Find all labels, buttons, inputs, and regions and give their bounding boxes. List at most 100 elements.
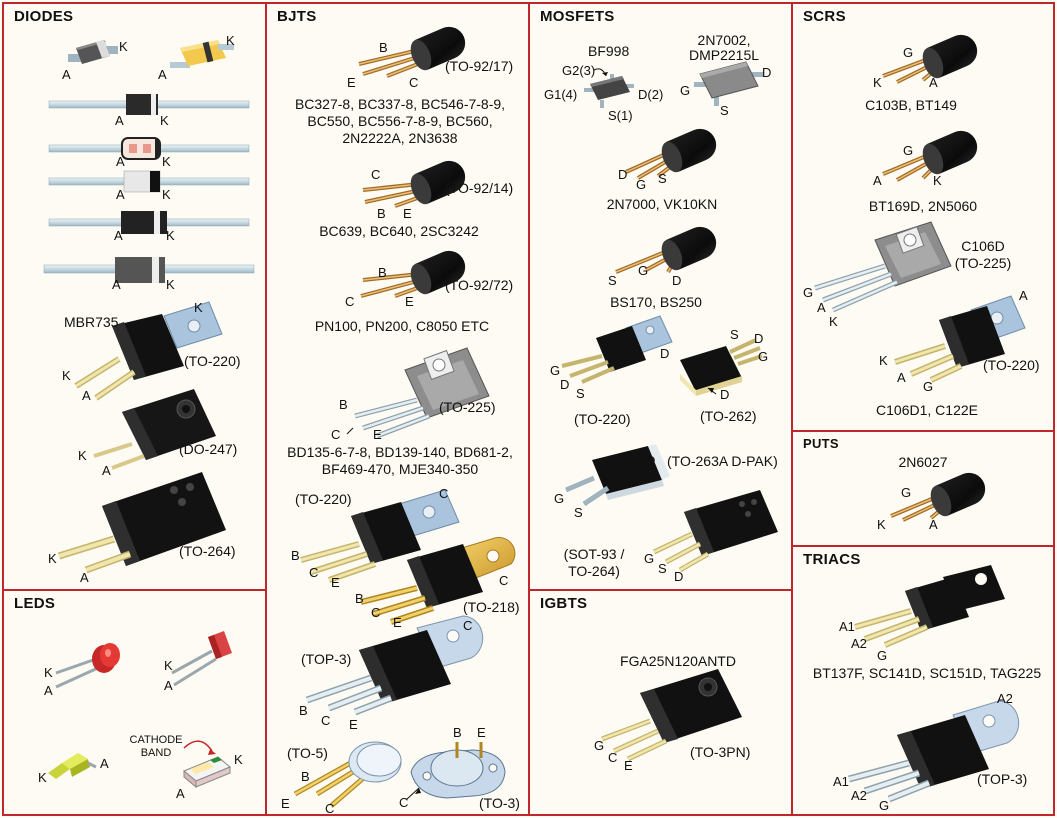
diodes-panel: DIODES (2, 2, 267, 591)
triac-top3-icon (848, 700, 1020, 803)
pin-label: C (399, 795, 409, 810)
pin-label: K (164, 658, 173, 673)
pin-label: S (574, 505, 583, 520)
pin-label: E (349, 717, 358, 732)
bjt-to5-icon (293, 741, 402, 808)
scrs-panel: SCRS (791, 2, 1055, 432)
pin-label: G (877, 648, 888, 663)
pin-label: A (44, 683, 53, 698)
pin-label: K (829, 314, 838, 329)
pin-label: K (119, 39, 128, 54)
triacs-panel: TRIACS (791, 545, 1055, 816)
pin-label: A2 (851, 788, 867, 803)
pin-label: G (554, 491, 565, 506)
package-label: (SOT-93 / (563, 546, 625, 562)
pin-label: C (331, 427, 341, 442)
pin-label: G (550, 363, 561, 378)
pin-label: A2 (997, 691, 1013, 706)
package-label: (TOP-3) (301, 651, 352, 667)
triac-to220-icon (854, 565, 1005, 648)
pin-label: A (817, 300, 826, 315)
pin-label: K (194, 300, 203, 315)
bjt-to92-17-icon (358, 26, 466, 78)
diode-do247-icon (93, 389, 216, 470)
diodes-art (43, 40, 255, 574)
smd-diode-icon (68, 40, 118, 64)
pin-label: A (929, 517, 938, 532)
pin-label: A (158, 67, 167, 82)
part-list: DMP2215L (688, 47, 760, 63)
pin-label: B (339, 397, 348, 412)
package-label: (TO-92/72) (445, 277, 514, 293)
pin-label: A (114, 228, 123, 243)
leds-panel: LEDS (2, 589, 267, 816)
bjt-to3-icon (406, 742, 506, 800)
pin-label: D (754, 331, 764, 346)
pin-label: A (897, 370, 906, 385)
part-list: BD135-6-7-8, BD139-140, BD681-2, (287, 444, 513, 460)
package-label: (TO-225) (954, 255, 1012, 271)
part-number: BF998 (588, 43, 630, 59)
pin-label: C (439, 486, 449, 501)
pin-label: A1 (833, 774, 849, 789)
part-list: BC327-8, BC337-8, BC546-7-8-9, (294, 96, 506, 112)
pin-label: E (624, 758, 633, 773)
part-list: BT137F, SC141D, SC151D, TAG225 (812, 665, 1042, 681)
package-label: (TO-220) (184, 353, 241, 369)
pin-label: E (281, 796, 290, 811)
part-list: BT169D, 2N5060 (868, 198, 978, 214)
pin-label: A (116, 187, 125, 202)
pin-label: G (758, 349, 769, 364)
pin-label: A (102, 463, 111, 478)
leds-art (48, 631, 232, 789)
pin-label: B (291, 548, 300, 563)
pin-label: K (62, 368, 71, 383)
pin-label: D (672, 273, 682, 288)
pin-label: D(2) (638, 87, 664, 102)
pin-label: S (608, 273, 617, 288)
leds-title: LEDS (14, 595, 56, 612)
pin-label: K (38, 770, 47, 785)
part-list: BC639, BC640, 2SC3242 (319, 223, 479, 239)
pin-label: K (873, 75, 882, 90)
pin-label: A (929, 75, 938, 90)
bjt-to220-icon (300, 489, 460, 583)
pin-label: G1(4) (544, 87, 578, 102)
puts-panel: PUTS 2N6027 G K A (791, 430, 1055, 547)
pin-label: C (409, 75, 419, 90)
package-label: (TO-220) (295, 491, 352, 507)
mosfet-sot93-icon (652, 490, 778, 573)
pin-label: S (720, 103, 729, 118)
package-label: TO-264) (568, 563, 620, 579)
part-list: 2N7000, VK10KN (606, 196, 718, 212)
pin-label: K (166, 228, 175, 243)
bjt-to225-icon (354, 347, 490, 439)
pin-label: S (658, 171, 667, 186)
pin-label: B (379, 40, 388, 55)
axial-diode-2-icon (48, 137, 250, 160)
bjts-title: BJTS (277, 8, 317, 25)
bjt-top3-icon (305, 615, 484, 716)
pin-label: D (646, 453, 656, 468)
package-label: (TO-92/14) (445, 180, 514, 196)
mosfets-art (561, 61, 778, 573)
diodes-title: DIODES (14, 8, 74, 25)
mosfet-to92-a-icon (625, 128, 717, 180)
pin-label: S (576, 386, 585, 401)
pin-label: K (234, 752, 243, 767)
put-to92-icon (890, 472, 986, 522)
pin-label: D (720, 387, 730, 402)
pin-label: K (162, 154, 171, 169)
pin-label: S (658, 561, 667, 576)
part-list: BC550, BC556-7-8-9, BC560, (307, 113, 493, 129)
pin-label: C (371, 167, 381, 182)
axial-diode-4-icon (48, 211, 250, 234)
scr-to220-icon (894, 295, 1026, 383)
pin-label: S (730, 327, 739, 342)
scrs-art (814, 34, 1026, 383)
pin-label: E (331, 575, 340, 590)
mosfet-bf998-icon (584, 68, 634, 108)
part-number: 2N6027 (898, 454, 948, 470)
pin-label: G (803, 285, 814, 300)
pin-label: G (636, 177, 647, 192)
